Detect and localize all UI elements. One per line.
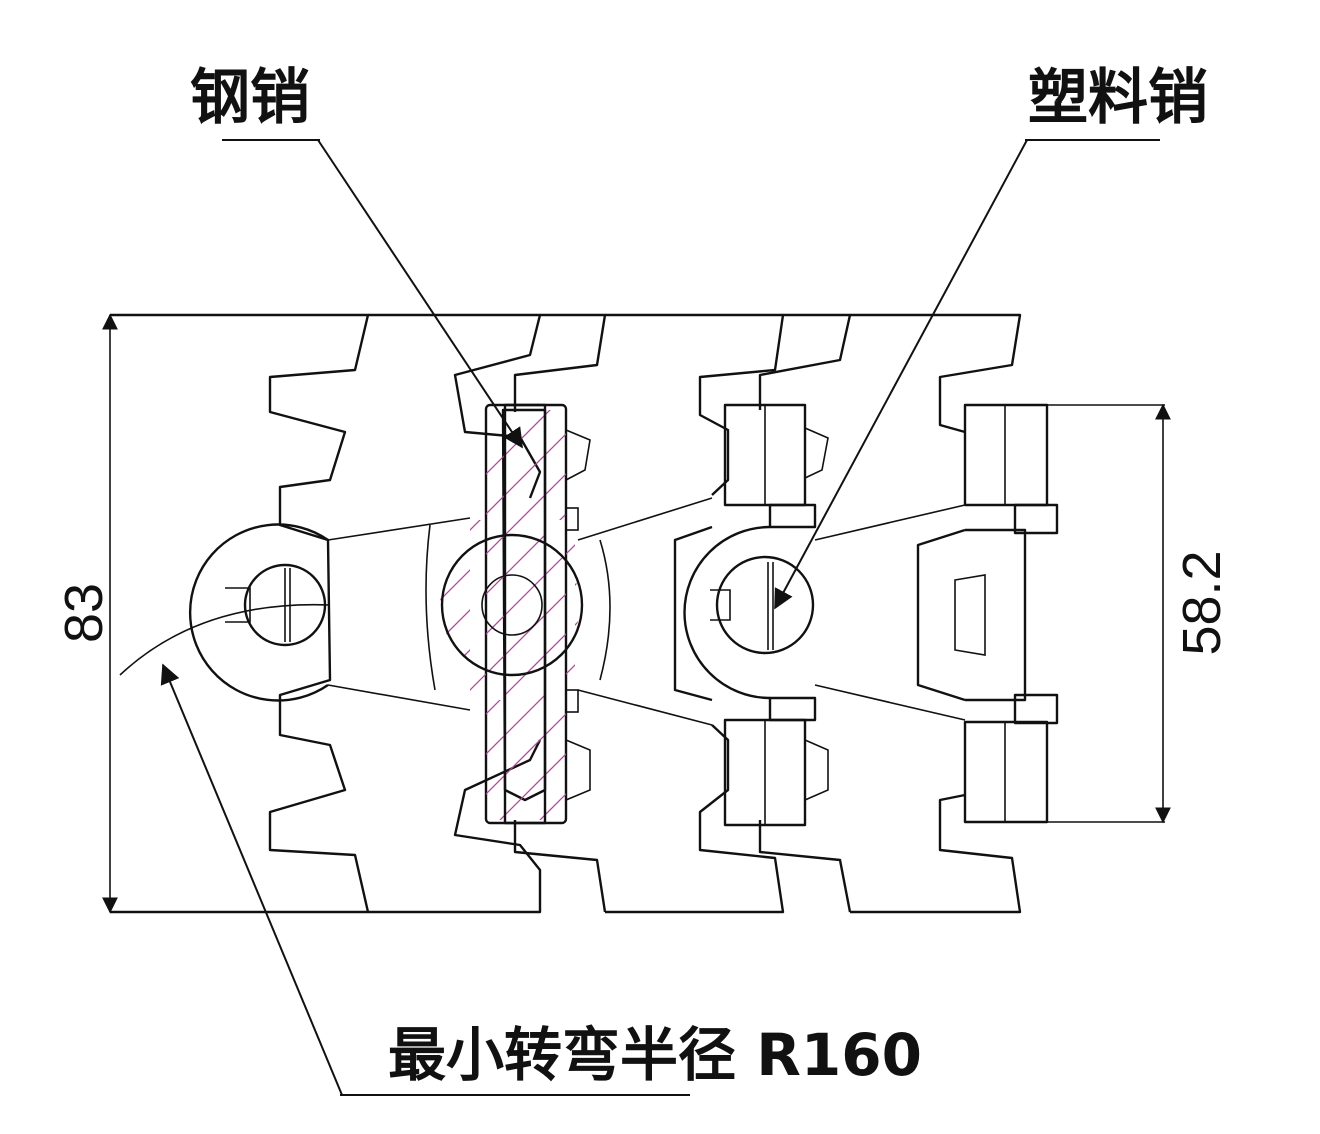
steel-pin-label: 钢销 <box>190 63 310 133</box>
plastic-pin-label: 塑料销 <box>1028 63 1208 133</box>
link-3 <box>673 313 1022 914</box>
link-4 <box>916 403 1059 824</box>
plastic-pin-leader <box>774 139 1160 610</box>
min-turn-radius-label: 最小转弯半径 R160 <box>388 1021 922 1089</box>
dimension-overall-height: 83 <box>54 313 118 914</box>
radius-leader <box>160 663 690 1096</box>
turn-radius-arc <box>119 603 331 676</box>
dimension-58-2-text: 58.2 <box>1172 550 1232 655</box>
dimension-pin-length: 58.2 <box>1005 403 1232 824</box>
link-1 <box>110 313 471 914</box>
steel-pin-hatch <box>440 410 580 820</box>
link-2 <box>368 313 785 914</box>
steel-pin-leader <box>222 139 523 449</box>
dimension-83-text: 83 <box>54 583 114 643</box>
